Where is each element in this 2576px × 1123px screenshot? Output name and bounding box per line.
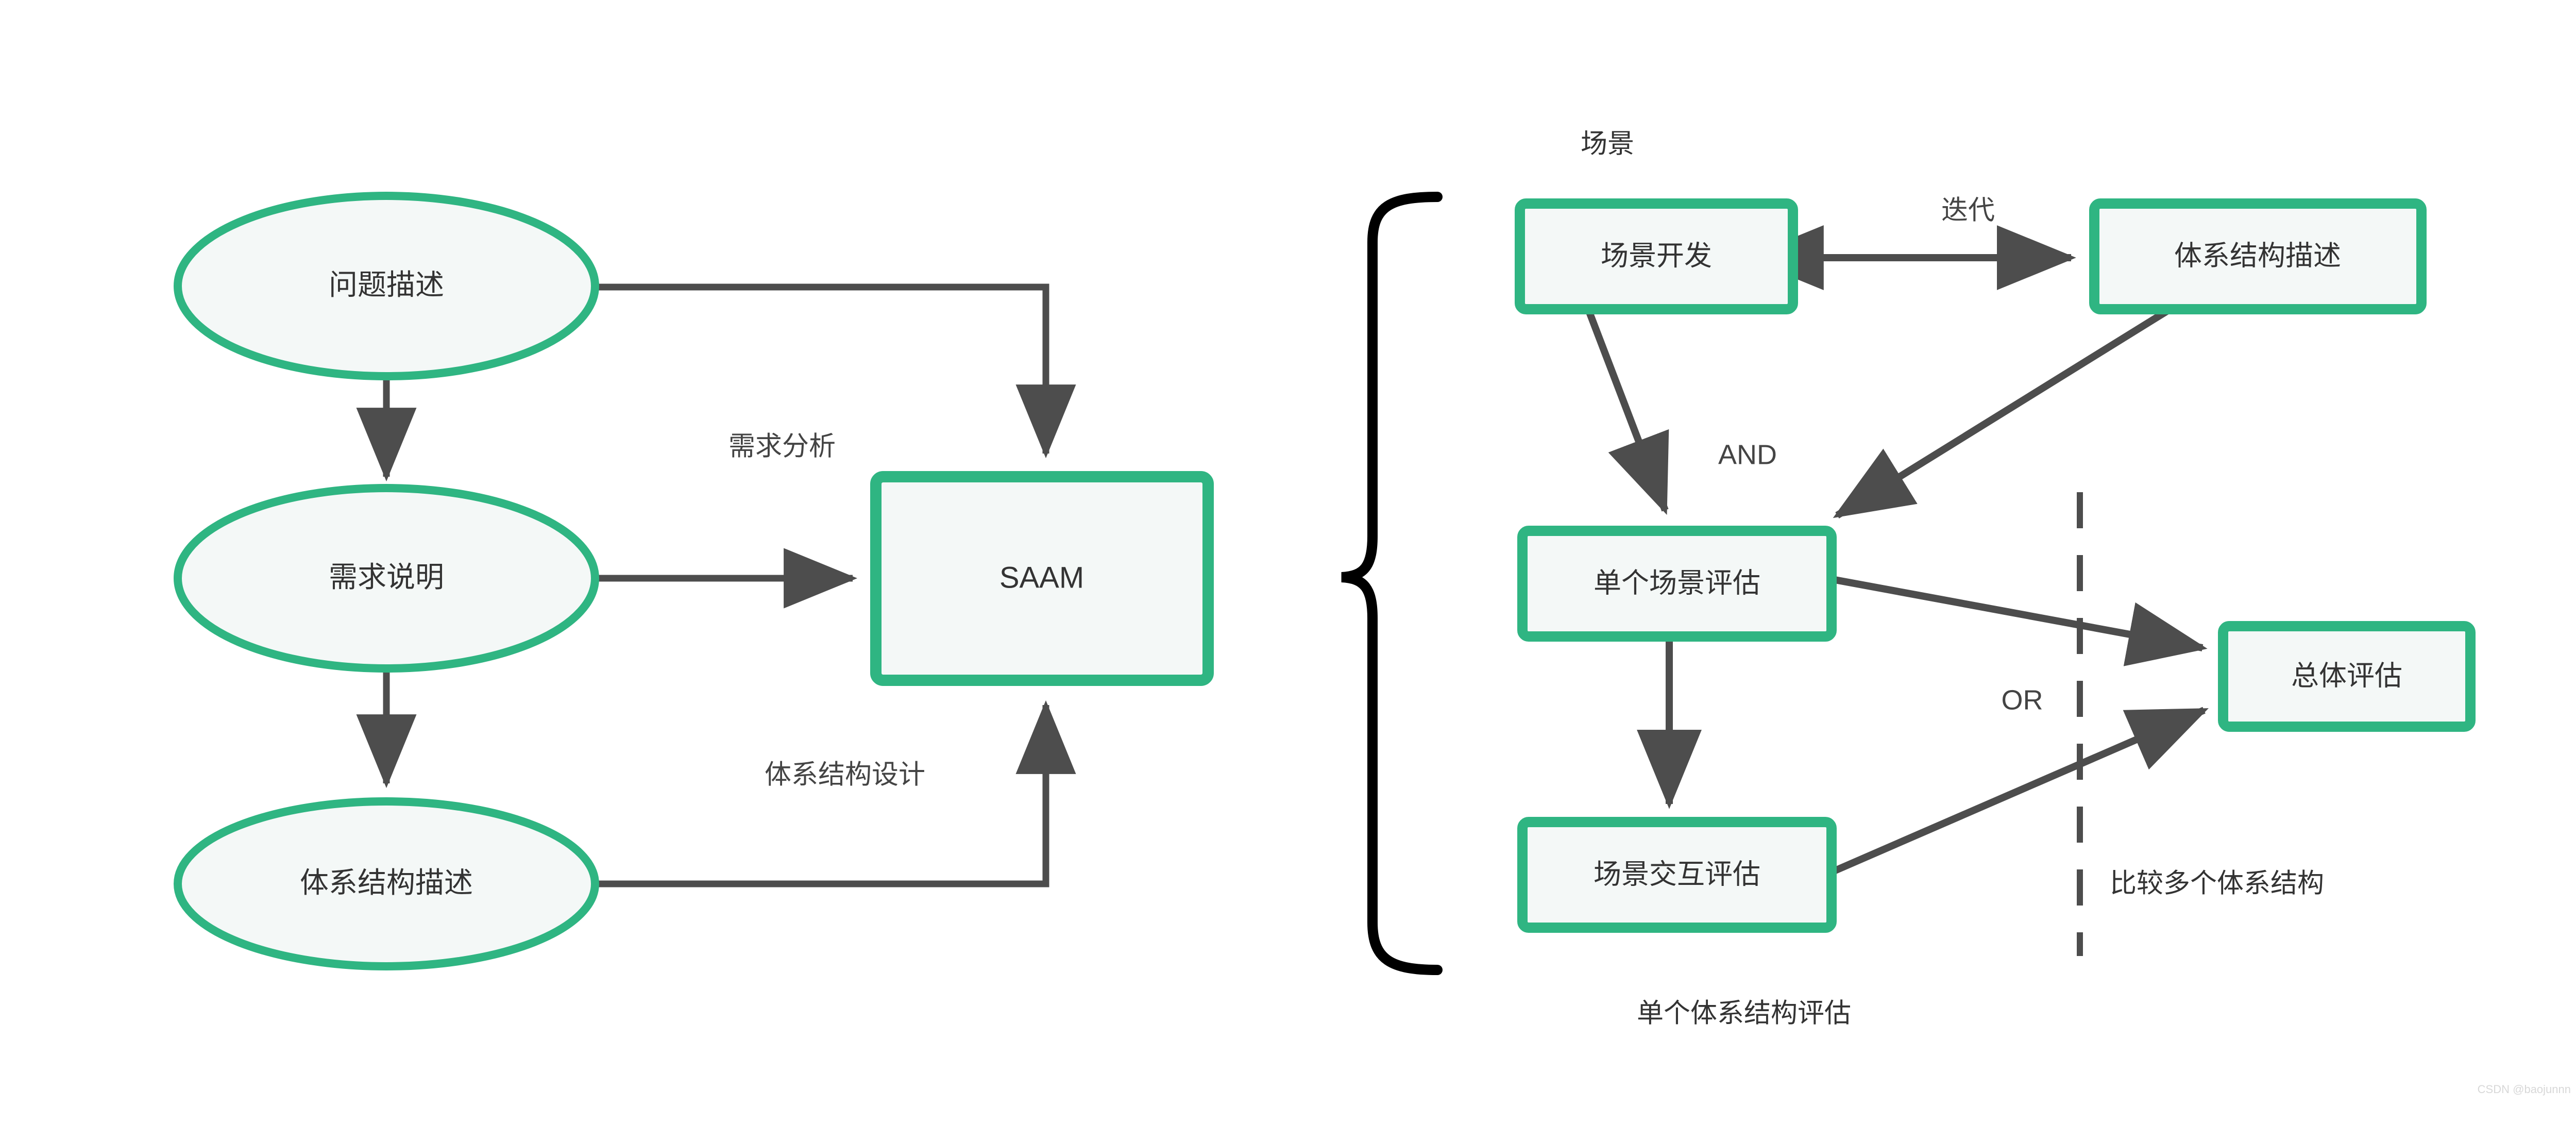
architecture-label: 体系结构描述	[300, 866, 473, 899]
brace-path	[1341, 192, 1443, 975]
node-overall-evaluation[interactable]: 总体评估	[2218, 621, 2476, 732]
edge-label-architecture-design: 体系结构设计	[765, 760, 925, 790]
edge-label-iteration: 迭代	[1941, 196, 1995, 226]
edge-problem-to-saam	[592, 283, 1076, 459]
node-architecture-description-left[interactable]: 体系结构描述	[174, 797, 599, 970]
node-problem-description[interactable]: 问题描述	[174, 192, 599, 380]
architecture-ellipse	[174, 797, 599, 970]
left-edge-labels: 需求分析 体系结构设计	[728, 432, 925, 790]
watermark-text: CSDN @baojunnn	[2478, 1083, 2571, 1096]
group-label-compare-multi-arch: 比较多个体系结构	[2110, 869, 2324, 899]
group-label-single-arch-eval: 单个体系结构评估	[1637, 999, 1851, 1029]
node-single-scenario-evaluation[interactable]: 单个场景评估	[1517, 526, 1837, 642]
right-group-labels: 场景 单个体系结构评估 比较多个体系结构	[1581, 129, 2324, 1029]
scenario-interaction-rect	[1517, 817, 1837, 933]
node-saam[interactable]: SAAM	[870, 471, 1214, 686]
right-connectors	[1584, 225, 2209, 875]
right-edge-labels: 迭代 AND OR	[1718, 196, 2043, 716]
left-connectors	[356, 283, 1076, 887]
left-nodes: 问题描述 需求说明 体系结构描述 SAAM	[174, 192, 1214, 970]
edge-label-requirement-analysis: 需求分析	[728, 432, 836, 462]
edge-label-or: OR	[2002, 684, 2043, 715]
edge-arch-desc-to-single-eval	[1833, 306, 2172, 518]
arch-desc-label: 体系结构描述	[2174, 240, 2341, 271]
scenario-dev-rect	[1515, 198, 1798, 314]
node-scenario-development[interactable]: 场景开发	[1515, 198, 1798, 314]
requirement-ellipse	[174, 484, 599, 673]
single-scenario-label: 单个场景评估	[1594, 567, 1760, 598]
edge-label-and: AND	[1718, 439, 1777, 470]
arch-desc-rect	[2089, 198, 2427, 314]
grouping-brace	[1341, 192, 1443, 975]
saam-rect	[870, 471, 1214, 686]
problem-label: 问题描述	[329, 269, 444, 301]
edge-architecture-to-saam	[595, 700, 1076, 887]
edge-single-eval-to-overall	[1823, 574, 2208, 666]
scenario-interaction-label: 场景交互评估	[1594, 859, 1760, 890]
node-architecture-description-right[interactable]: 体系结构描述	[2089, 198, 2427, 314]
scenario-dev-label: 场景开发	[1601, 240, 1712, 271]
edge-interaction-eval-to-overall	[1833, 707, 2209, 875]
right-nodes: 场景开发 体系结构描述 单个场景评估 场景交互评估 总体评估	[1515, 198, 2476, 933]
saam-label: SAAM	[999, 561, 1084, 594]
requirement-label: 需求说明	[329, 561, 444, 593]
group-label-scenario: 场景	[1581, 129, 1634, 159]
problem-ellipse	[174, 192, 599, 380]
single-scenario-rect	[1517, 526, 1837, 642]
node-scenario-interaction-evaluation[interactable]: 场景交互评估	[1517, 817, 1837, 933]
edge-scenario-dev-to-single-eval	[1584, 307, 1669, 515]
overall-rect	[2218, 621, 2476, 732]
overall-label: 总体评估	[2291, 660, 2402, 691]
node-requirement-spec[interactable]: 需求说明	[174, 484, 599, 673]
